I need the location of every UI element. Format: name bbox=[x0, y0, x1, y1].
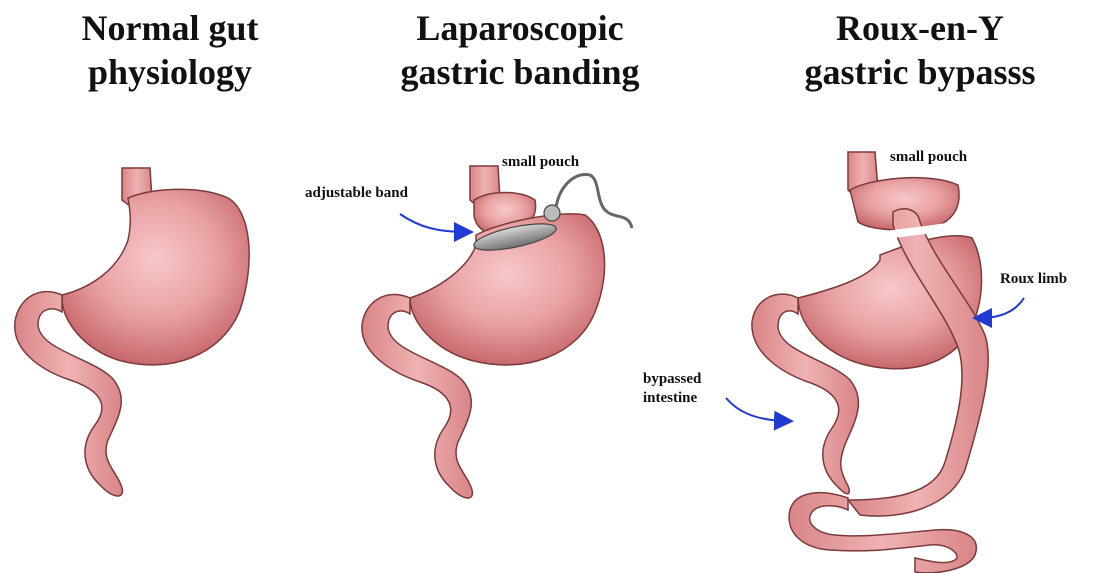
normal-stomach bbox=[15, 168, 249, 496]
label-small-pouch-banding: small pouch bbox=[502, 153, 579, 172]
bypass-stomach bbox=[752, 152, 988, 573]
label-small-pouch-bypass: small pouch bbox=[890, 148, 967, 167]
bypassed-arrow bbox=[726, 398, 786, 421]
label-bypassed-intestine: bypassed intestine bbox=[643, 370, 701, 408]
band-arrow bbox=[400, 214, 466, 232]
label-roux-limb: Roux limb bbox=[1000, 270, 1067, 289]
label-adjustable-band: adjustable band bbox=[305, 184, 408, 203]
band-port bbox=[544, 205, 560, 221]
normal-stomach-body bbox=[62, 189, 249, 365]
roux-arrow bbox=[980, 298, 1024, 318]
